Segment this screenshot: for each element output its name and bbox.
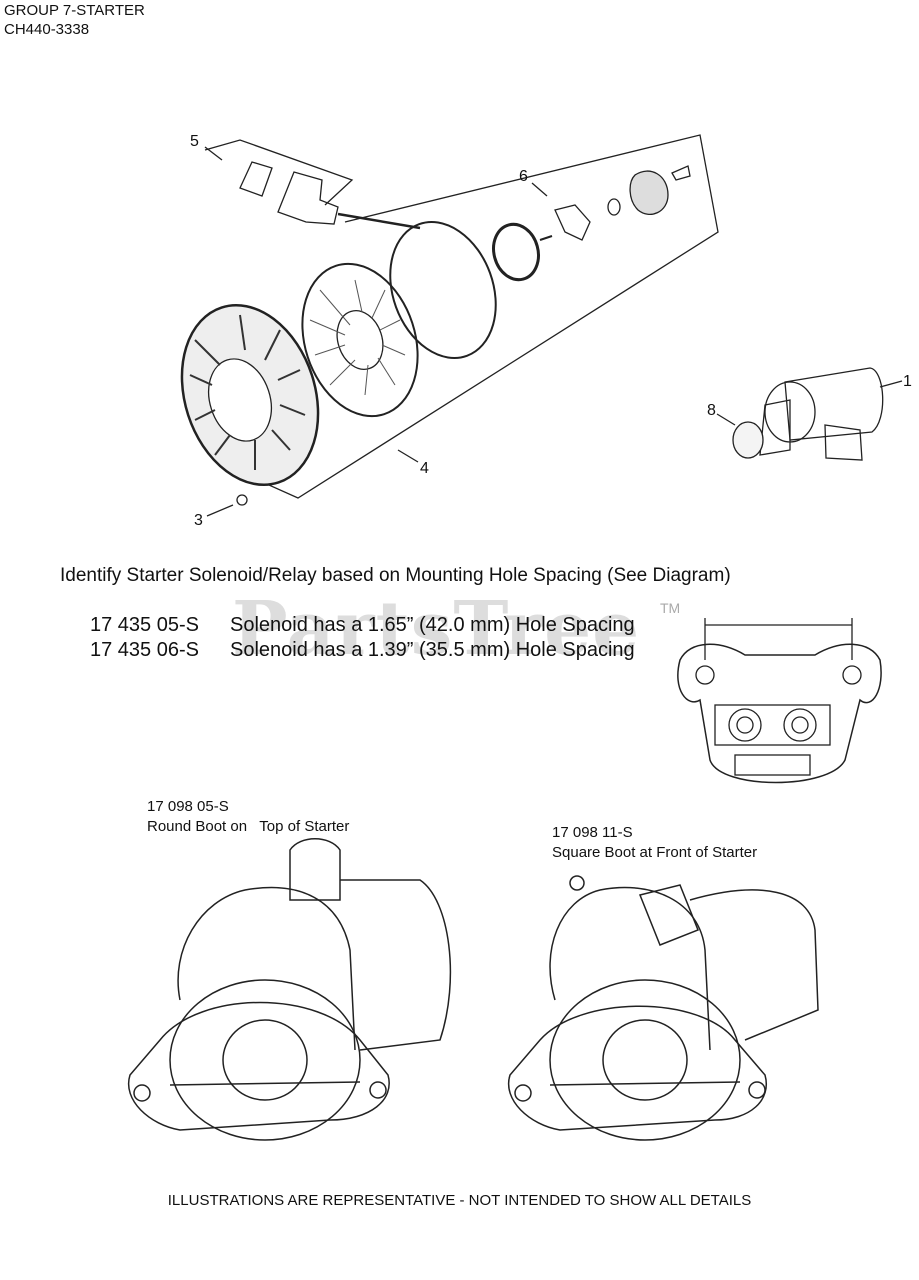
header-group: GROUP 7-STARTER (4, 2, 145, 19)
starter-round-boot (127, 838, 452, 1141)
solenoid-spacing-drawing (677, 618, 882, 784)
starter-square-boot (507, 875, 819, 1141)
solenoid-row: 17 435 06-S Solenoid has a 1.39” (35.5 mm… (90, 639, 635, 662)
leader-6 (531, 182, 548, 197)
leader-3 (206, 504, 234, 517)
solenoid-description: Solenoid has a 1.65” (42.0 mm) Hole Spac… (230, 614, 635, 636)
callout-5: 5 (190, 133, 199, 150)
electric-starter (732, 367, 884, 461)
watermark: PartsTree (232, 586, 641, 672)
callout-1: 1 (903, 373, 912, 390)
rope-coil (389, 221, 497, 359)
identify-instructions: Identify Starter Solenoid/Relay based on… (60, 565, 731, 586)
leader-8 (716, 413, 736, 426)
boot-part-number: 17 098 11-S (552, 824, 633, 841)
pawl-assembly (539, 165, 691, 241)
boot-part-number: 17 098 05-S (147, 798, 229, 815)
boot-description: Square Boot at Front of Starter (552, 844, 758, 861)
boot-label-round: 17 098 05-S Round Boot on Top of Starter (147, 797, 349, 837)
solenoid-row: 17 435 05-S Solenoid has a 1.65” (42.0 mm… (90, 614, 635, 637)
footer-disclaimer: ILLUSTRATIONS ARE REPRESENTATIVE - NOT I… (167, 1192, 752, 1209)
callout-3: 3 (194, 512, 203, 529)
leader-5 (204, 146, 223, 161)
leader-4 (397, 449, 419, 463)
boot-label-square: 17 098 11-S Square Boot at Front of Star… (552, 823, 757, 863)
starter-handle (239, 161, 421, 230)
pulley (301, 262, 419, 418)
solenoid-description: Solenoid has a 1.39” (35.5 mm) Hole Spac… (230, 639, 635, 661)
header-model: CH440-3338 (4, 21, 90, 38)
leader-1 (879, 380, 903, 388)
recoil-spring (492, 222, 540, 282)
solenoid-part-number: 17 435 05-S (90, 614, 199, 636)
callout-4: 4 (420, 460, 429, 477)
callout-6: 6 (519, 168, 528, 185)
watermark-tm: TM (660, 600, 681, 616)
assembly-frame (239, 134, 719, 499)
solenoid-part-number: 17 435 06-S (90, 639, 199, 661)
starter-housing (180, 303, 320, 487)
callout-8: 8 (707, 402, 716, 419)
assembly-outline (204, 139, 354, 206)
boot-description: Round Boot on Top of Starter (147, 818, 350, 835)
housing-screw (236, 494, 248, 506)
